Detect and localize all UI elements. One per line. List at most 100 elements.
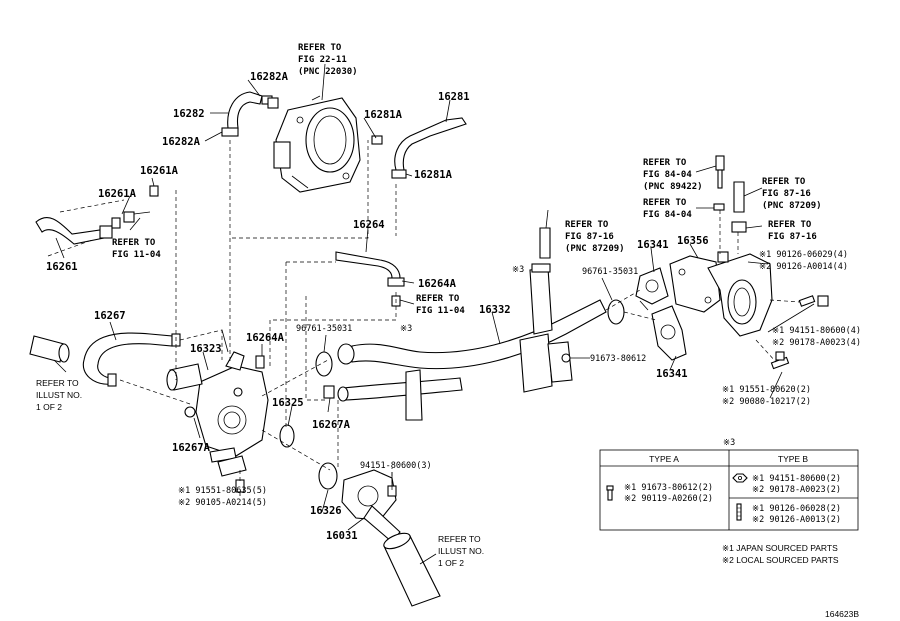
label-16282A-top: 16282A — [250, 71, 289, 83]
variant-right-mid-2: ※2 90178-A0023(4) — [772, 338, 861, 348]
illust-left-pipe — [29, 335, 70, 363]
bolt-icon-type-a — [606, 485, 614, 501]
ref-fig11b-l1: REFER TO — [416, 294, 460, 304]
label-94151-bottom: 94151-80600(3) — [360, 461, 432, 471]
variant-left-bot-2: ※2 90105-A0214(5) — [178, 498, 267, 508]
label-16267: 16267 — [94, 310, 126, 322]
part-labels: 16282A 16282 16282A 16281A 16281 16281A … — [46, 71, 709, 542]
gasket-96761-right — [607, 299, 625, 325]
type-b-row2-line2: ※2 90126-A0013(2) — [752, 515, 841, 525]
ref-fig11b-l2: FIG 11-04 — [416, 306, 465, 316]
hose-16261 — [35, 185, 159, 245]
stud-icon-type-b — [736, 503, 742, 521]
ref-fig87c-l1: REFER TO — [768, 220, 812, 230]
ref-fig11a-l2: FIG 11-04 — [112, 250, 161, 260]
ref-fig87b-l1: REFER TO — [565, 220, 609, 230]
label-91673: 91673-80612 — [590, 354, 646, 364]
label-16264A-right: 16264A — [418, 278, 457, 290]
legend-japan: ※1 JAPAN SOURCED PARTS — [722, 543, 838, 553]
label-16281A-top: 16281A — [364, 109, 403, 121]
ref-illust-bottom-l1: REFER TO — [438, 534, 481, 544]
water-outlet-16356 — [669, 251, 773, 337]
type-a-line2: ※2 90119-A0260(2) — [624, 494, 713, 504]
ref-fig22-l1: REFER TO — [298, 43, 342, 53]
mark-3-pipe: ※3 — [512, 265, 524, 275]
label-16341-bottom: 16341 — [656, 368, 688, 380]
mark-3-mid: ※3 — [400, 324, 412, 334]
variant-labels: ※1 90126-06029(4) ※2 90126-A0014(4) ※1 9… — [178, 250, 861, 508]
label-16261A-top: 16261A — [140, 165, 179, 177]
label-16356: 16356 — [677, 235, 709, 247]
variant-left-bot-1: ※1 91551-80635(5) — [178, 486, 267, 496]
type-b-row2-line1: ※1 90126-06028(2) — [752, 504, 841, 514]
ref-fig87a-l3: (PNC 87209) — [762, 201, 822, 211]
ref-fig87a-l2: FIG 87-16 — [762, 189, 811, 199]
illust-bottom-pipe — [383, 532, 441, 607]
label-16282: 16282 — [173, 108, 205, 120]
label-16281: 16281 — [438, 91, 470, 103]
label-16264A-left: 16264A — [246, 332, 285, 344]
gasket-16326 — [318, 462, 338, 490]
hose-16282 — [221, 91, 279, 137]
ref-fig84a-l1: REFER TO — [643, 158, 687, 168]
table-header-type-a: TYPE A — [649, 454, 679, 464]
label-96761-left: 96761-35031 — [296, 324, 352, 334]
label-16281A-mid: 16281A — [414, 169, 453, 181]
sensor-89422 — [713, 155, 725, 211]
label-16261A-mid: 16261A — [98, 188, 137, 200]
variant-right-top-2: ※2 90126-A0014(4) — [759, 262, 848, 272]
bolts-right — [770, 295, 829, 370]
ref-illust-bottom-l3: 1 OF 2 — [438, 558, 464, 568]
ref-fig11a-l1: REFER TO — [112, 238, 156, 248]
water-pipe-16332 — [323, 227, 607, 421]
ref-fig22-l3: (PNC 22030) — [298, 67, 358, 77]
ref-illust-left-l1: REFER TO — [36, 378, 79, 388]
throttle-body — [273, 95, 361, 193]
label-16341-top: 16341 — [637, 239, 669, 251]
hose-16267 — [82, 332, 181, 387]
refer-labels: REFER TO FIG 22-11 (PNC 22030) REFER TO … — [36, 43, 822, 568]
mark-3-table: ※3 — [723, 438, 735, 448]
variant-right-bot-2: ※2 90080-10217(2) — [722, 397, 811, 407]
nut-icon-type-b — [732, 473, 748, 483]
ref-illust-left-l2: ILLUST NO. — [36, 390, 82, 400]
ref-fig87b-l3: (PNC 87209) — [565, 244, 625, 254]
type-a-line1: ※1 91673-80612(2) — [624, 483, 713, 493]
gasket-16341-top — [635, 267, 669, 305]
ref-fig84b-l2: FIG 84-04 — [643, 210, 692, 220]
label-16325: 16325 — [272, 397, 304, 409]
thermostat-housing — [341, 469, 401, 543]
hose-87209-right — [731, 181, 747, 233]
label-16323: 16323 — [190, 343, 222, 355]
gasket-16325 — [279, 424, 295, 448]
leader-lines — [53, 63, 815, 565]
label-16267A-left: 16267A — [172, 442, 211, 454]
variant-right-top-1: ※1 90126-06029(4) — [759, 250, 848, 260]
legend: ※1 JAPAN SOURCED PARTS ※2 LOCAL SOURCED … — [722, 543, 839, 565]
ref-fig84b-l1: REFER TO — [643, 198, 687, 208]
ref-fig84a-l2: FIG 84-04 — [643, 170, 692, 180]
ref-illust-left-l3: 1 OF 2 — [36, 402, 62, 412]
variant-right-bot-1: ※1 91551-80620(2) — [722, 385, 811, 395]
water-outlet-housing — [166, 351, 269, 493]
legend-local: ※2 LOCAL SOURCED PARTS — [722, 555, 839, 565]
variant-right-mid-1: ※1 94151-80600(4) — [772, 326, 861, 336]
label-16267A-right: 16267A — [312, 419, 351, 431]
diagram-id: 164623B — [825, 609, 859, 619]
type-b-row1-line1: ※1 94151-80600(2) — [752, 474, 841, 484]
ref-fig87b-l2: FIG 87-16 — [565, 232, 614, 242]
ref-fig22-l2: FIG 22-11 — [298, 55, 347, 65]
label-16261: 16261 — [46, 261, 78, 273]
label-96761-right: 96761-35031 — [582, 267, 638, 277]
ref-fig84a-l3: (PNC 89422) — [643, 182, 703, 192]
table-header-type-b: TYPE B — [778, 454, 809, 464]
hose-16264 — [335, 251, 405, 307]
ref-fig87a-l1: REFER TO — [762, 177, 806, 187]
ref-fig87c-l2: FIG 87-16 — [768, 232, 817, 242]
gasket-16341-bottom — [651, 305, 687, 361]
label-16326: 16326 — [310, 505, 342, 517]
label-16031: 16031 — [326, 530, 358, 542]
hose-16281 — [371, 117, 467, 179]
label-16264: 16264 — [353, 219, 385, 231]
